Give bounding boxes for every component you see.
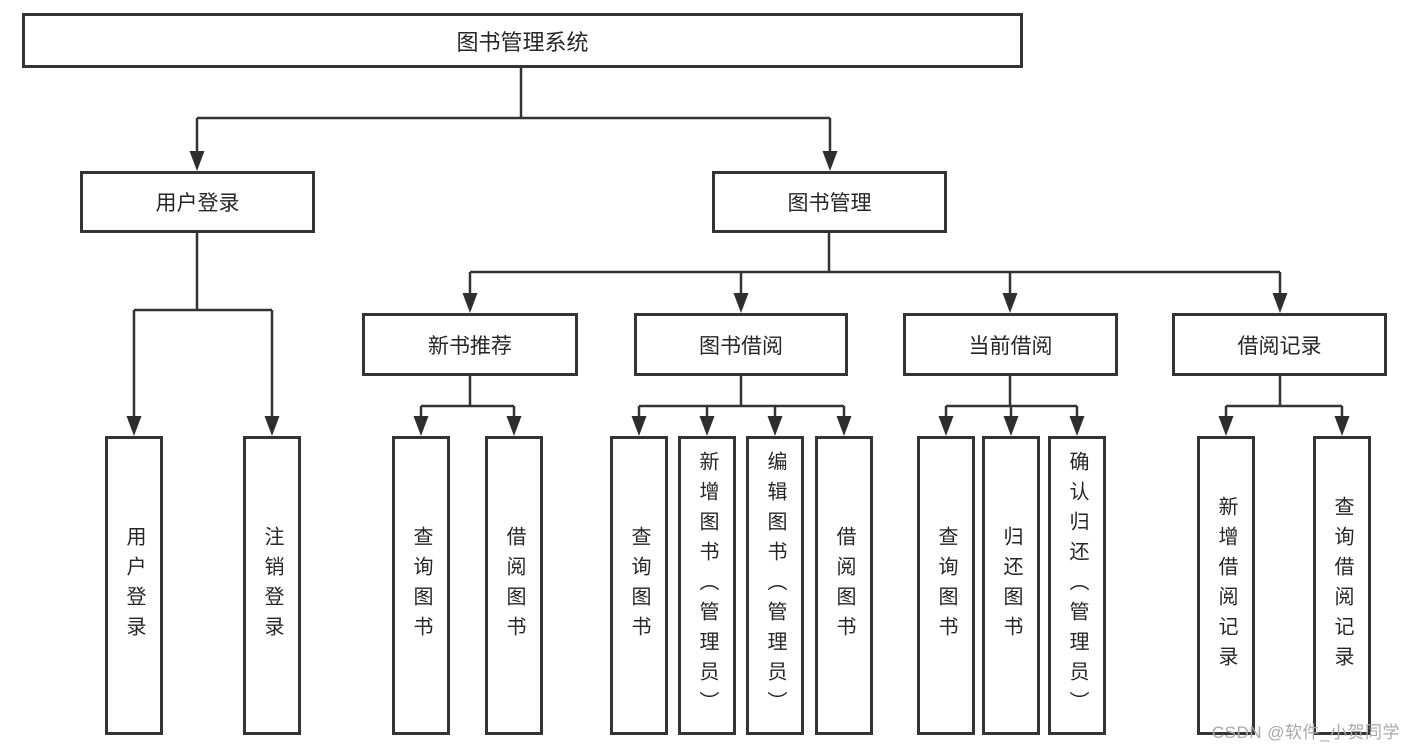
leaf-add-borrow-record: 新增借阅记录: [1197, 436, 1255, 735]
leaf-borrow-books: 借阅图书: [815, 436, 873, 735]
node-label: 查询图书: [628, 525, 650, 646]
node-label: 查询图书: [935, 525, 957, 646]
node-label: 用户登录: [123, 525, 145, 646]
node-label: 新书推荐: [428, 334, 512, 358]
leaf-edit-books-admin: 编辑图书（管理员）: [746, 436, 804, 735]
node-book-management: 图书管理: [712, 171, 947, 233]
leaf-user-login: 用户登录: [105, 436, 163, 735]
node-label: 图书借阅: [699, 334, 783, 358]
leaf-logout: 注销登录: [243, 436, 301, 735]
leaf-current-query-books: 查询图书: [917, 436, 975, 735]
node-current-borrowing: 当前借阅: [903, 313, 1118, 376]
node-label: 图书管理系统: [456, 29, 589, 55]
leaf-borrowing-query-books: 查询图书: [610, 436, 668, 735]
node-label: 用户登录: [155, 192, 240, 215]
csdn-watermark: CSDN @软件_小贺同学: [1211, 723, 1400, 742]
node-label: 查询借阅记录: [1331, 495, 1353, 676]
leaf-confirm-return-admin: 确认归还（管理员）: [1048, 436, 1106, 735]
node-label: 借阅图书: [503, 525, 525, 646]
leaf-query-borrow-record: 查询借阅记录: [1313, 436, 1371, 735]
node-label: 查询图书: [410, 525, 432, 646]
arrowheads: [126, 151, 1350, 436]
node-label: 编辑图书（管理员）: [764, 450, 786, 721]
leaf-return-books: 归还图书: [982, 436, 1040, 735]
leaf-recommend-query-books: 查询图书: [392, 436, 450, 735]
node-user-login: 用户登录: [80, 171, 315, 233]
node-label: 确认归还（管理员）: [1066, 450, 1088, 721]
node-label: 新增借阅记录: [1215, 495, 1237, 676]
node-label: 归还图书: [1000, 525, 1022, 646]
leaf-recommend-borrow-books: 借阅图书: [485, 436, 543, 735]
node-borrowing-records: 借阅记录: [1172, 313, 1387, 376]
node-label: 借阅图书: [833, 525, 855, 646]
leaf-add-books-admin: 新增图书（管理员）: [678, 436, 736, 735]
node-label: 图书管理: [787, 192, 872, 215]
node-label: 借阅记录: [1237, 334, 1322, 358]
node-library-management-system: 图书管理系统: [22, 13, 1023, 68]
node-book-borrowing: 图书借阅: [634, 313, 848, 376]
node-label: 注销登录: [261, 525, 283, 646]
node-label: 当前借阅: [968, 334, 1053, 358]
node-label: 新增图书（管理员）: [696, 450, 718, 721]
node-new-book-recommend: 新书推荐: [362, 313, 578, 376]
